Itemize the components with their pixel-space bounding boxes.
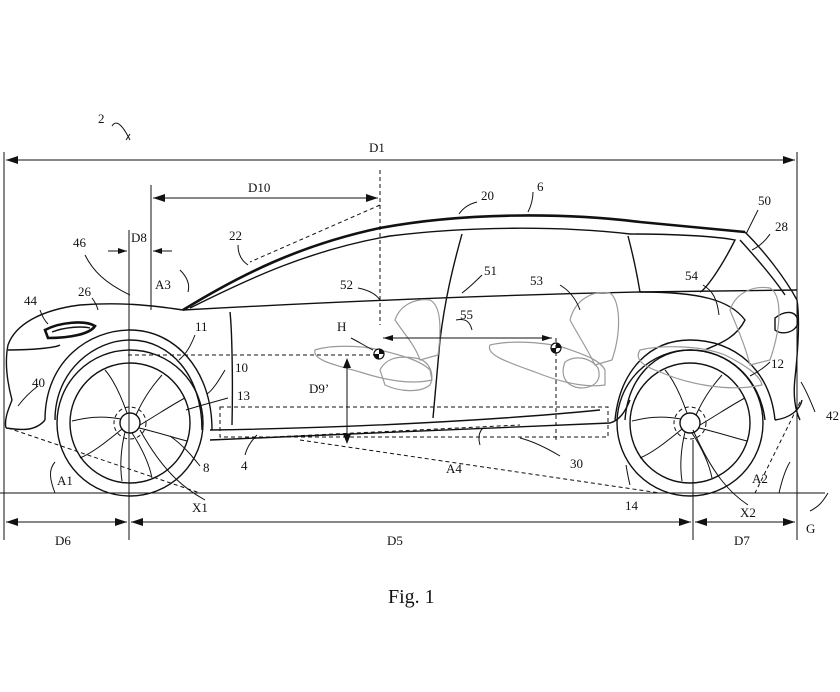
ref-2: 2 <box>98 111 105 126</box>
ref-28: 28 <box>775 219 788 234</box>
dim-d1: D1 <box>369 140 385 155</box>
ref-50: 50 <box>758 193 771 208</box>
ref-20: 20 <box>481 188 494 203</box>
dim-d9p: D9’ <box>309 381 329 396</box>
figure-caption: Fig. 1 <box>388 586 435 608</box>
rear-wheel <box>616 349 764 497</box>
ref-g: G <box>806 521 815 536</box>
ref-h: H <box>337 319 346 334</box>
ref-13: 13 <box>237 388 250 403</box>
leader-lines <box>17 122 816 506</box>
ground-line <box>0 492 829 512</box>
ref-10: 10 <box>235 360 248 375</box>
dimension-d10-d8 <box>108 170 381 325</box>
angle-lines <box>7 269 801 494</box>
dim-d7: D7 <box>734 533 750 548</box>
h-point-markers <box>343 335 562 444</box>
dim-d8: D8 <box>131 230 147 245</box>
dim-d6: D6 <box>55 533 71 548</box>
dim-d10: D10 <box>248 180 270 195</box>
angle-a3: A3 <box>155 277 171 292</box>
ref-14: 14 <box>625 498 639 513</box>
ref-22: 22 <box>229 228 242 243</box>
angle-a4: A4 <box>446 461 462 476</box>
vehicle-body <box>4 214 803 441</box>
ref-6: 6 <box>537 179 544 194</box>
dim-d5: D5 <box>387 533 403 548</box>
ref-x1: X1 <box>192 500 208 515</box>
ref-11: 11 <box>195 319 208 334</box>
ref-55: 55 <box>460 307 473 322</box>
ref-53: 53 <box>530 273 543 288</box>
ref-x2: X2 <box>740 505 756 520</box>
ref-52: 52 <box>340 277 353 292</box>
dimension-bottom <box>6 230 795 540</box>
ref-4: 4 <box>241 458 248 473</box>
angle-a1: A1 <box>57 473 73 488</box>
front-wheel <box>56 349 204 497</box>
seats <box>314 286 780 392</box>
ref-30: 30 <box>570 456 583 471</box>
ref-12: 12 <box>771 356 784 371</box>
ref-44: 44 <box>24 293 38 308</box>
ref-40: 40 <box>32 375 45 390</box>
battery-pack <box>128 354 609 438</box>
dimension-d1 <box>3 152 798 540</box>
angle-a2: A2 <box>752 471 768 486</box>
ref-51: 51 <box>484 263 497 278</box>
ref-8: 8 <box>203 460 210 475</box>
ref-42: 42 <box>826 408 839 423</box>
ref-26: 26 <box>78 284 92 299</box>
ref-46: 46 <box>73 235 87 250</box>
ref-54: 54 <box>685 268 699 283</box>
reference-labels: 2 6 20 50 28 22 46 26 44 40 11 10 13 8 4… <box>24 111 839 548</box>
